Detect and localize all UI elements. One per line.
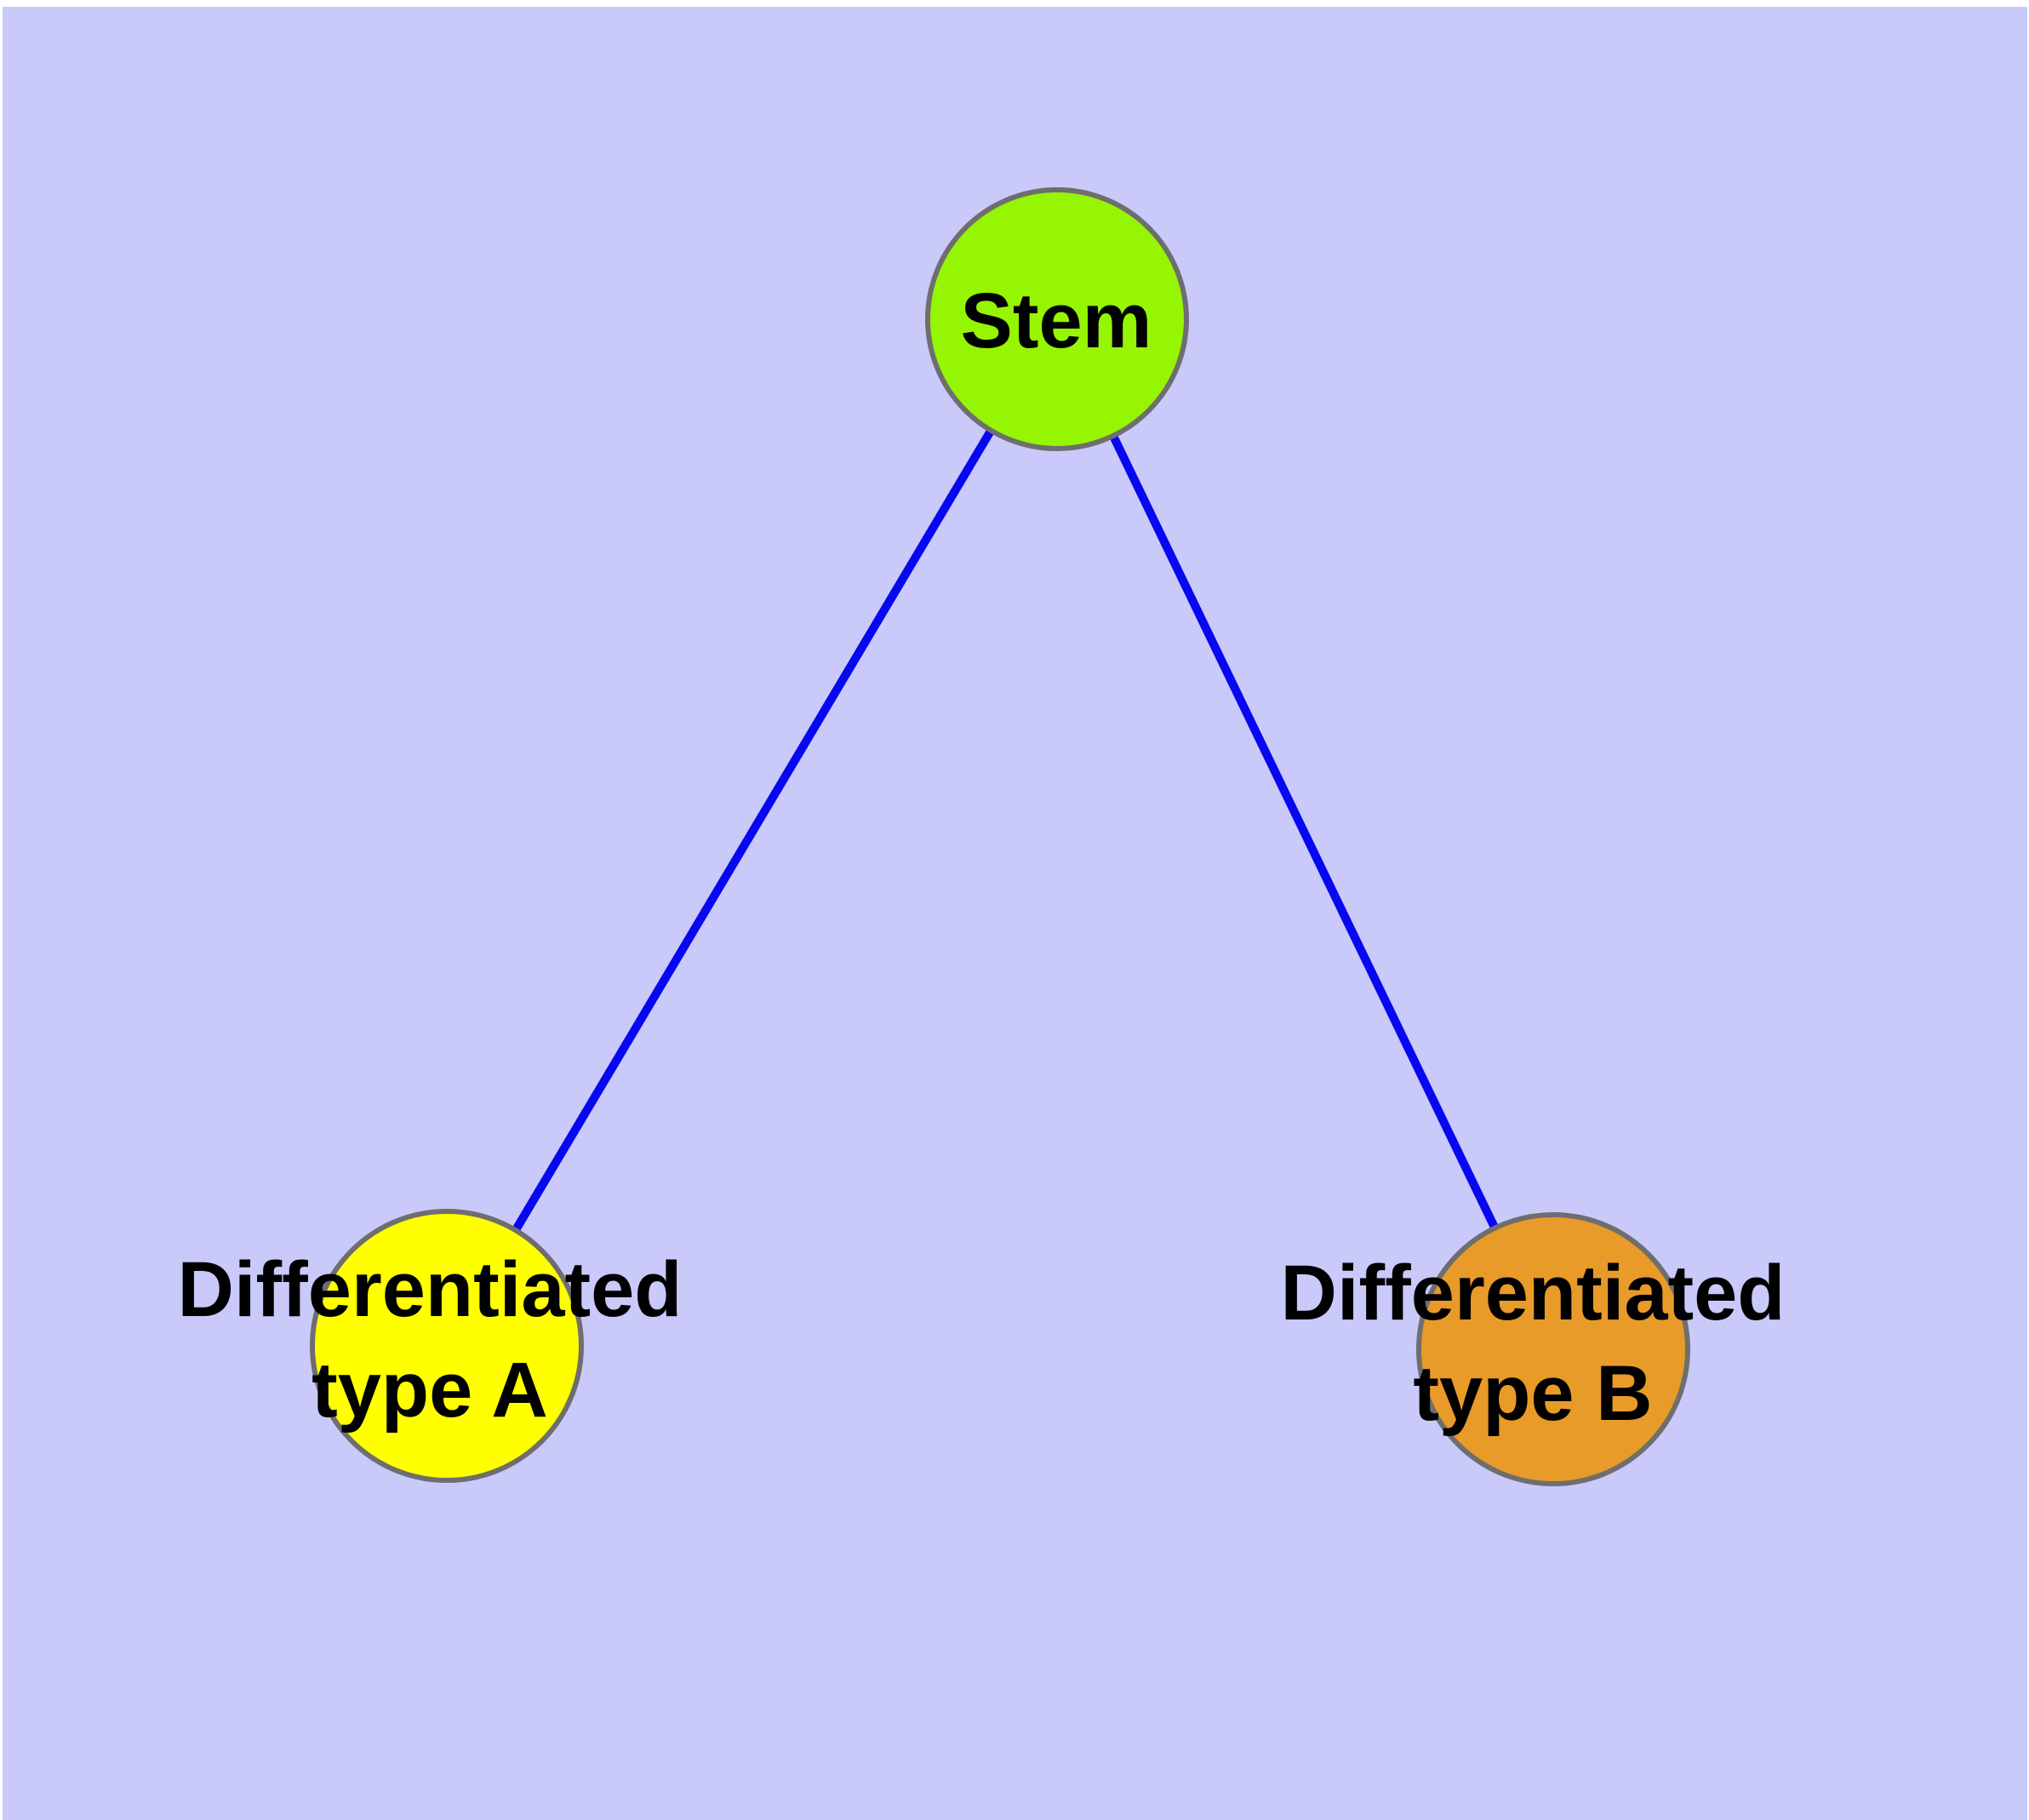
node-type-b-label: Differentiated type B — [1280, 1250, 1786, 1437]
node-type-a-circle — [310, 1209, 584, 1483]
edge-stem-to-type-b — [1053, 317, 1557, 1352]
edge-stem-to-type-a — [443, 317, 1061, 1348]
node-stem-label: Stem — [960, 278, 1152, 364]
node-stem-circle — [925, 187, 1189, 451]
node-type-a-label: Differentiated type A — [177, 1246, 683, 1434]
node-type-b-circle — [1416, 1212, 1690, 1486]
